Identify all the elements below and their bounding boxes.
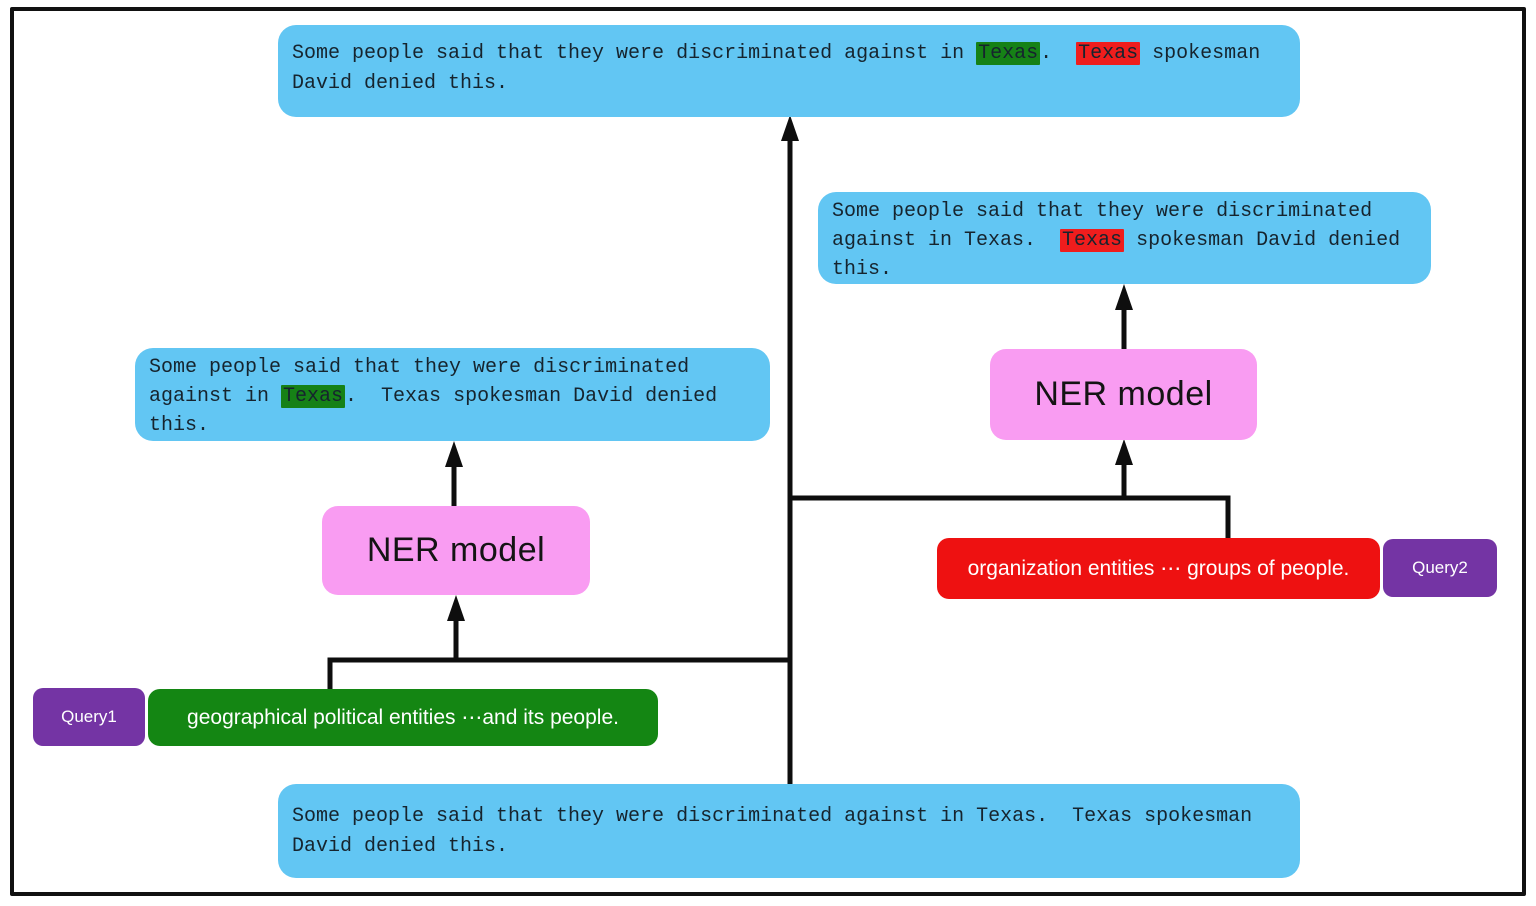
arrow-bottom-to-top: [781, 115, 799, 786]
entity-highlight-green: Texas: [281, 385, 346, 408]
sentence-segment: Some people said that they were discrimi…: [832, 200, 1385, 252]
sentence-box-input: Some people said that they were discrimi…: [278, 784, 1300, 878]
sentence-text: Some people said that they were discrimi…: [135, 348, 770, 445]
arrow-ner-right-to-sentence: [1115, 284, 1133, 349]
branch-right-query2: [790, 495, 1231, 539]
arrow-ner-left-to-sentence: [445, 441, 463, 506]
sentence-segment: . Texas spokesman David denied this.: [149, 385, 730, 437]
arrow-into-ner-left: [447, 595, 465, 660]
sentence-box-query2-output: Some people said that they were discrimi…: [818, 192, 1431, 284]
entity-highlight-red: Texas: [1076, 42, 1141, 65]
ner-model-box-left: NER model: [322, 506, 590, 595]
arrow-into-ner-right: [1115, 439, 1133, 498]
branch-left-query1: [327, 657, 790, 690]
sentence-segment: Some people said that they were discrimi…: [149, 356, 702, 408]
query2-tag: Query2: [1383, 539, 1497, 597]
sentence-segment: Some people said that they were discrimi…: [292, 805, 1265, 858]
sentence-segment: spokesman David denied this.: [292, 42, 1273, 95]
query1-text-box: geographical political entities ⋯and its…: [148, 689, 658, 746]
sentence-text: Some people said that they were discrimi…: [278, 784, 1300, 880]
sentence-box-merged-output: Some people said that they were discrimi…: [278, 25, 1300, 117]
diagram-border: [10, 7, 1526, 896]
query1-tag: Query1: [33, 688, 145, 746]
entity-highlight-green: Texas: [976, 42, 1041, 65]
ner-model-box-right: NER model: [990, 349, 1257, 440]
sentence-segment: .: [1040, 42, 1077, 65]
sentence-segment: Some people said that they were discrimi…: [292, 42, 977, 65]
sentence-text: Some people said that they were discrimi…: [818, 192, 1431, 289]
sentence-box-query1-output: Some people said that they were discrimi…: [135, 348, 770, 441]
entity-highlight-red: Texas: [1060, 229, 1125, 252]
sentence-segment: spokesman David denied this.: [832, 229, 1413, 281]
query2-text-box: organization entities ⋯ groups of people…: [937, 538, 1380, 599]
sentence-text: Some people said that they were discrimi…: [278, 25, 1300, 113]
